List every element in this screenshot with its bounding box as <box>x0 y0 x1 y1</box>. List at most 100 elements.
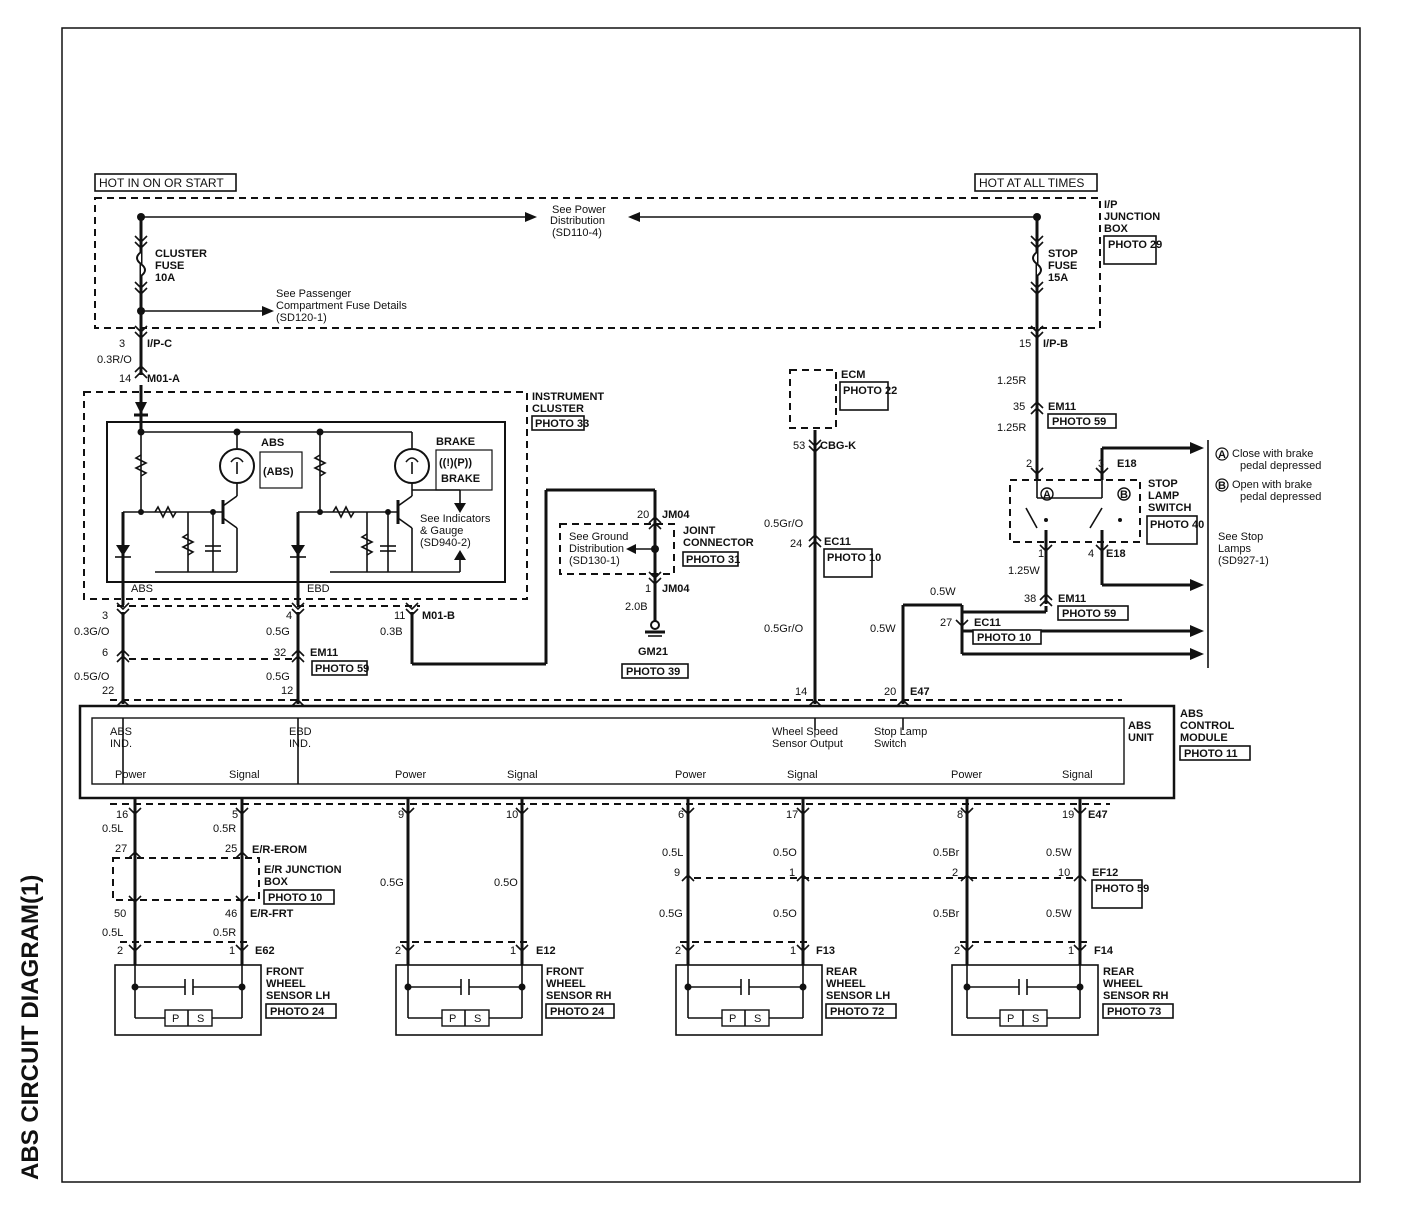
wire-05l-1: 0.5L <box>102 823 123 835</box>
connector-chevron-icon <box>1030 325 1044 340</box>
em11-pin35: 35 <box>1013 401 1025 413</box>
wire-05br-1: 0.5Br <box>933 847 960 859</box>
sensor-s-label: S <box>474 1013 481 1025</box>
m01b-connector: M01-B <box>422 610 455 622</box>
e62-connector: E62 <box>255 945 275 957</box>
connector-chevron-icon <box>401 807 415 816</box>
wire-03go: 0.3G/O <box>74 626 110 638</box>
ef12-pin10: 10 <box>1058 867 1070 879</box>
photo-badge <box>263 889 335 905</box>
resistor-icon <box>154 505 177 519</box>
fl-sensor-label2: WHEEL <box>266 978 306 990</box>
diode-icon <box>116 545 130 556</box>
wire-05g-1: 0.5G <box>380 877 404 889</box>
abs-lamp-label: ABS <box>261 437 284 449</box>
ip-jb-label2: JUNCTION <box>1104 211 1160 223</box>
arrow-right-icon <box>1190 625 1204 637</box>
photo-badge <box>1146 515 1198 545</box>
ec11-photo-b: PHOTO 10 <box>977 632 1031 644</box>
f13-connector: F13 <box>816 945 835 957</box>
em11-pin32: 32 <box>274 647 286 659</box>
connector-chevron-icon <box>1095 544 1109 553</box>
note-a2: pedal depressed <box>1240 460 1321 472</box>
connector-chevron-icon <box>134 325 148 340</box>
power-dist-ref: (SD110-4) <box>552 227 602 239</box>
connector-chevron-icon <box>291 648 305 663</box>
power-label-rr: Power <box>951 769 983 781</box>
splice-dot <box>131 983 139 991</box>
connector-chevron-icon <box>116 698 130 707</box>
splice-dot <box>1076 983 1084 991</box>
see-stop-lamps: See Stop <box>1218 531 1263 543</box>
fr-sensor-label2: WHEEL <box>546 978 586 990</box>
signal-label-rl: Signal <box>787 769 818 781</box>
pin10: 10 <box>506 809 518 821</box>
rr-sensor-photo: PHOTO 73 <box>1107 1006 1161 1018</box>
photo-badge <box>531 415 585 431</box>
connector-chevron-icon <box>1039 592 1053 607</box>
stop-fuse-label2: FUSE <box>1048 260 1077 272</box>
connector-chevron-icon <box>1030 467 1044 476</box>
arrow-right-icon <box>1190 648 1204 660</box>
abs-symbol-box <box>259 451 303 489</box>
sensor-p-label: P <box>449 1013 456 1025</box>
ground-terminal-icon <box>650 620 660 630</box>
resistor-icon <box>313 454 327 477</box>
note-b-mark: B <box>1218 480 1226 492</box>
photo-badge <box>545 1003 615 1019</box>
wire-05o-2: 0.5O <box>773 847 797 859</box>
e18-pin1: 1 <box>1038 548 1044 560</box>
em11-pin38: 38 <box>1024 593 1036 605</box>
see-gauge: & Gauge <box>420 525 463 537</box>
em11-connector-a: EM11 <box>310 647 338 659</box>
abs-control-module-label2: CONTROL <box>1180 720 1235 732</box>
connector-chevron-icon <box>116 648 130 663</box>
ipc-connector: I/P-C <box>147 338 172 350</box>
switch-mark-b: B <box>1120 489 1128 501</box>
ipb-connector: I/P-B <box>1043 338 1068 350</box>
pin17: 17 <box>786 809 798 821</box>
connector-chevron-icon <box>134 364 148 379</box>
power-label-rl: Power <box>675 769 707 781</box>
sensor-p-label: P <box>172 1013 179 1025</box>
pin16: 16 <box>116 809 128 821</box>
resistor-icon <box>360 533 374 556</box>
photo-badge <box>1057 605 1129 621</box>
jm04-pin20: 20 <box>637 509 649 521</box>
splice-dot <box>799 983 807 991</box>
cluster-title: INSTRUMENT <box>532 391 604 403</box>
switch-pivot <box>1118 518 1122 522</box>
see-indicators-ref: (SD940-2) <box>420 537 471 549</box>
abs-ind-label2: IND. <box>110 738 132 750</box>
fr-sensor-label3: SENSOR RH <box>546 990 611 1002</box>
photo-badge <box>1102 1003 1174 1019</box>
ebd-ind-label: EBD <box>289 726 312 738</box>
stop-fuse-label: STOP <box>1048 248 1078 260</box>
fr-pin1: 1 <box>510 945 516 957</box>
wire-05w-2: 0.5W <box>1046 908 1072 920</box>
pin8: 8 <box>957 809 963 821</box>
resistor-icon <box>332 505 355 519</box>
m01b-pin3: 3 <box>102 610 108 622</box>
connector-chevron-icon <box>960 807 974 816</box>
e18-connector-b: E18 <box>1106 548 1126 560</box>
cluster-out-ebd: EBD <box>307 583 330 595</box>
em11-photo-c: PHOTO 59 <box>1062 608 1116 620</box>
rl-sensor-label2: WHEEL <box>826 978 866 990</box>
switch-contact-b-icon <box>1117 487 1131 501</box>
abs-control-module-label3: MODULE <box>1180 732 1228 744</box>
wire-20b: 2.0B <box>625 601 648 613</box>
ec11-photo-a: PHOTO 10 <box>827 552 881 564</box>
splice-dot <box>404 983 412 991</box>
brake-symbol: ((!)(P)) <box>439 457 472 469</box>
connector-chevron-icon <box>128 895 249 904</box>
f14-connector: F14 <box>1094 945 1114 957</box>
m01b-pin11: 11 <box>394 610 405 622</box>
ground-ref: (SD130-1) <box>569 555 620 567</box>
stop-lamp-switch-label3: SWITCH <box>1148 502 1191 514</box>
cluster-title2: CLUSTER <box>532 403 584 415</box>
rl-pin2: 2 <box>675 945 681 957</box>
wire-05gro-b: 0.5Gr/O <box>764 623 804 635</box>
